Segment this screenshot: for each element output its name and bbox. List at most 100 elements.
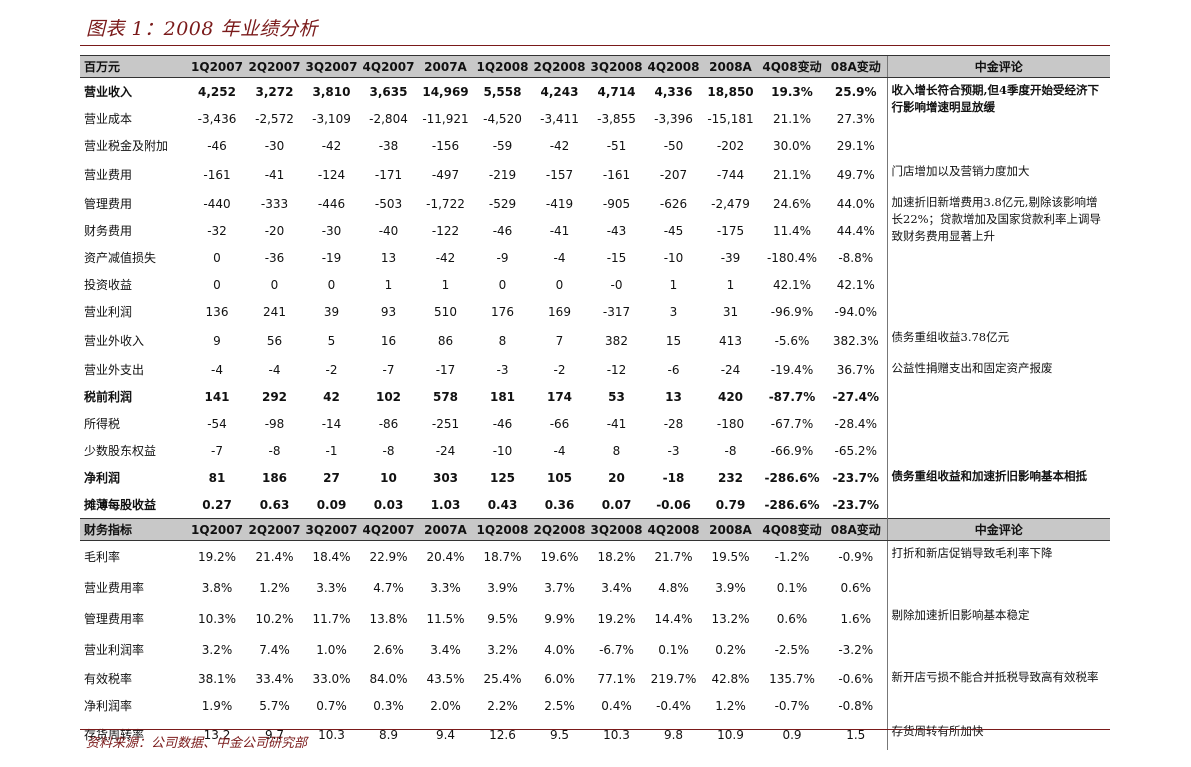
- table-cell: -17: [435, 362, 456, 377]
- table-cell: 1.5: [846, 727, 866, 742]
- column-header: 3Q2008: [588, 55, 645, 78]
- table-cell: -529: [488, 196, 517, 211]
- table-cell: 3.8%: [201, 580, 233, 595]
- row-label: 毛利率: [84, 550, 121, 564]
- table-cell: 12.6: [489, 727, 516, 742]
- table-cell: 3.3%: [430, 580, 461, 595]
- row-label: 管理费用: [84, 197, 133, 211]
- row-label: 营业利润: [84, 305, 133, 319]
- table-cell: -202: [716, 138, 745, 153]
- table-cell: -1.2%: [774, 549, 810, 564]
- table-cell: -440: [203, 196, 231, 211]
- table-cell: -2: [553, 362, 566, 377]
- table-cell: 0: [270, 277, 279, 292]
- table-cell: -626: [659, 196, 688, 211]
- row-label: 营业成本: [84, 112, 133, 126]
- table-cell: 0: [555, 277, 564, 292]
- table-cell: -156: [431, 138, 460, 153]
- row-label: 少数股东权益: [84, 444, 157, 458]
- table-cell: 0.27: [202, 497, 232, 512]
- table-cell: -27.4%: [832, 389, 880, 404]
- analyst-comment: [886, 572, 1110, 603]
- table-cell: -4: [268, 362, 281, 377]
- table-cell: 21.7%: [654, 549, 693, 564]
- table-cell: 10.2%: [255, 611, 294, 626]
- table-cell: 13.2%: [711, 611, 750, 626]
- column-header: 财务指标: [80, 518, 188, 541]
- table-cell: 4.0%: [544, 642, 575, 657]
- row-label: 净利润率: [84, 699, 133, 713]
- row-label: 管理费用率: [84, 612, 145, 626]
- table-cell: 174: [546, 389, 573, 404]
- table-cell: -3,411: [540, 111, 579, 126]
- table-cell: -3: [667, 443, 680, 458]
- row-label: 投资收益: [84, 278, 133, 292]
- table-cell: -446: [317, 196, 346, 211]
- table-cell: -3,855: [597, 111, 636, 126]
- table-cell: -0: [610, 277, 623, 292]
- table-cell: 19.3%: [771, 84, 813, 99]
- table-cell: -6: [667, 362, 680, 377]
- column-header: 3Q2007: [303, 55, 360, 78]
- table-cell: -219: [488, 167, 517, 182]
- table-cell: 53: [608, 389, 625, 404]
- analyst-comment: 新开店亏损不能合并抵税导致高有效税率: [886, 665, 1110, 719]
- table-cell: 11.4%: [772, 223, 812, 238]
- table-cell: -0.8%: [838, 698, 874, 713]
- column-header: 2Q2007: [246, 55, 303, 78]
- table-cell: -161: [203, 167, 231, 182]
- table-cell: -15: [606, 250, 627, 265]
- table-cell: 84.0%: [369, 671, 408, 686]
- table-cell: 176: [491, 304, 514, 319]
- column-header: 2008A: [702, 518, 759, 541]
- analyst-comment: 公益性捐赠支出和固定资产报废: [886, 356, 1110, 464]
- table-cell: -42: [435, 250, 456, 265]
- table-cell: 33.4%: [255, 671, 294, 686]
- table-cell: 14,969: [422, 84, 469, 99]
- table-cell: 125: [489, 470, 516, 485]
- table-cell: -286.6%: [764, 470, 820, 485]
- table-cell: 303: [432, 470, 459, 485]
- row-label: 摊薄每股收益: [84, 498, 157, 512]
- table-cell: 39: [323, 304, 340, 319]
- table-row: 营业外支出-4-4-2-7-17-3-2-12-6-24-19.4%36.7%公…: [80, 356, 1110, 464]
- table-cell: -19: [321, 250, 342, 265]
- table-cell: -7: [211, 443, 223, 458]
- table-cell: 27.3%: [836, 111, 875, 126]
- table-cell: 105: [546, 470, 573, 485]
- table-cell: 4,336: [654, 84, 693, 99]
- table-cell: 49.7%: [836, 167, 875, 182]
- row-label: 所得税: [84, 417, 121, 431]
- table-cell: 43.5%: [426, 671, 465, 686]
- table-cell: -161: [602, 167, 631, 182]
- table-cell: -905: [602, 196, 631, 211]
- table-cell: -0.9%: [838, 549, 874, 564]
- table-cell: 0.2%: [715, 642, 746, 657]
- table-cell: 56: [266, 333, 283, 348]
- table-cell: -7: [382, 362, 395, 377]
- table-cell: 20.4%: [426, 549, 465, 564]
- table-cell: -171: [374, 167, 403, 182]
- table-cell: -94.0%: [834, 304, 877, 319]
- column-header: 08A变动: [825, 55, 887, 78]
- table-cell: -11,921: [422, 111, 469, 126]
- table-cell: 4,714: [597, 84, 636, 99]
- table-cell: 18,850: [707, 84, 754, 99]
- table-cell: 0.1%: [776, 580, 808, 595]
- table-cell: -251: [431, 416, 460, 431]
- table-cell: -3: [496, 362, 509, 377]
- column-header: 2008A: [702, 55, 759, 78]
- table-cell: 0: [327, 277, 336, 292]
- table-cell: 382: [605, 333, 628, 348]
- column-header: 1Q2008: [474, 518, 531, 541]
- table-cell: 169: [548, 304, 571, 319]
- table-cell: 102: [375, 389, 402, 404]
- table-cell: 3.4%: [601, 580, 632, 595]
- table-cell: -2.5%: [774, 642, 810, 657]
